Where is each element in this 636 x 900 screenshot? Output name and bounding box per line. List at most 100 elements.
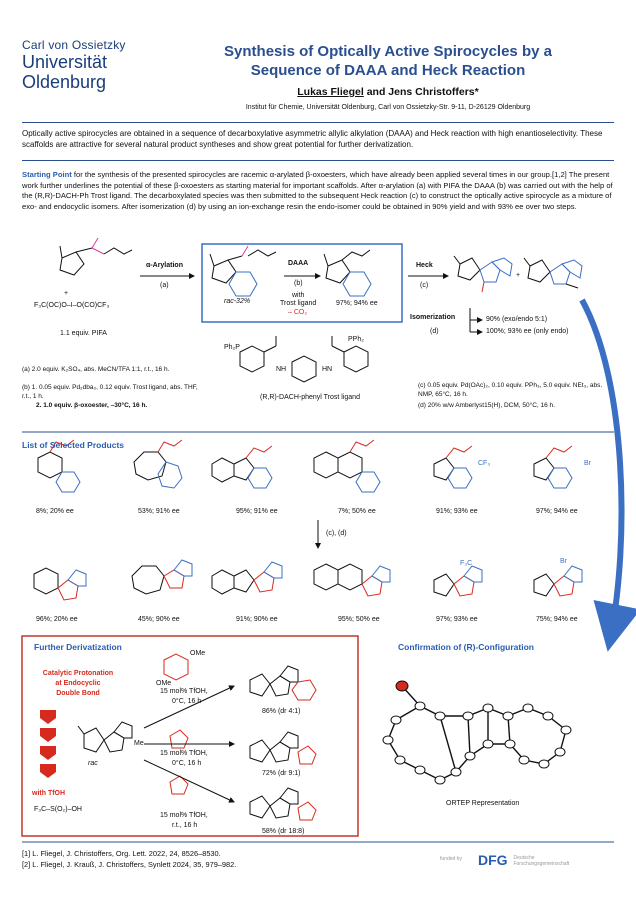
logo-line2: Universität — [22, 52, 108, 72]
isomerization-label: Isomerization — [410, 314, 456, 321]
ligand-hn: HN — [322, 366, 333, 373]
dfg-sub2: Forschungsgemeinschaft — [513, 861, 570, 868]
molecule-trost-ligand — [239, 336, 369, 383]
conditions-c: (c) 0.05 equiv. Pd(OAc)₂, 0.10 equiv. PP… — [418, 382, 603, 398]
sub-cf3: CF₃ — [478, 460, 491, 467]
conditions-b1: (b) 1. 0.05 equiv. Pd₂dba₃, 0.12 equiv. … — [22, 384, 198, 400]
ortep-atoms — [382, 680, 572, 785]
cond1b: 0°C, 16 h — [172, 698, 202, 705]
molecule-rac-spirocycle — [77, 721, 133, 753]
sub-br: Br — [584, 460, 591, 467]
heck-step: (c) — [420, 282, 429, 289]
products-title: List of Selected Products — [22, 440, 125, 450]
product-r2-5: 97%; 93% ee — [436, 616, 478, 623]
daaa-label: DAAA — [288, 260, 309, 267]
products-row1-graphics — [37, 439, 573, 493]
poster-title: Synthesis of Optically Active Spirocycle… — [158, 42, 618, 80]
derivatization-box — [21, 635, 359, 837]
molecule-daaa-product — [323, 249, 372, 297]
product-r1-5: 91%; 93% ee — [436, 508, 478, 515]
author-first: Lukas Fliegel — [297, 86, 364, 98]
product-r1-6: 97%; 94% ee — [536, 508, 578, 515]
product-r1-2: 53%; 91% ee — [138, 508, 180, 515]
cond2a: 15 mol% TfOH, — [160, 750, 208, 757]
logo-line1: Carl von Ossietzky — [22, 38, 126, 52]
product-r2-3: 91%; 90% ee — [236, 616, 278, 623]
step-label: (c), (d) — [326, 530, 347, 537]
reference-1: [1] L. Fliegel, J. Christoffers, Org. Le… — [22, 849, 221, 858]
protonation-line1: Catalytic Protonation — [42, 670, 114, 677]
ligand-ph2p: Ph₂P — [224, 344, 240, 351]
intro-lead: Starting Point — [22, 170, 72, 179]
cond1a: 15 mol% TfOH, — [160, 688, 208, 695]
divider-abstract — [22, 160, 614, 161]
arylation-step: (a) — [160, 282, 169, 289]
title-line1: Synthesis of Optically Active Spirocycle… — [224, 43, 552, 60]
ligand-pph2: PPh₂ — [348, 336, 364, 343]
rac-yield: rac-32% — [224, 298, 251, 305]
yield3: 58% (dr 18:8) — [262, 828, 305, 835]
yield2: 72% (dr 9:1) — [262, 770, 301, 777]
logo-line3: Oldenburg — [22, 72, 107, 92]
plus-sign: + — [64, 290, 69, 297]
intro-paragraph: Starting Point for the synthesis of the … — [22, 170, 614, 212]
pifa-equiv: 1.1 equiv. PIFA — [60, 330, 107, 337]
reagent-rings — [163, 653, 189, 795]
daaa-co2: – CO₂ — [288, 309, 308, 316]
derivatization-title: Further Derivatization — [34, 642, 122, 652]
molecule-oxoester — [59, 237, 133, 276]
arylation-label: α-Arylation — [146, 262, 183, 269]
author-rest: and Jens Christoffers* — [363, 86, 479, 98]
cond2b: 0°C, 16 h — [172, 760, 202, 767]
conditions-b2: 2. 1.0 equiv. β-oxoester, –30°C, 16 h. — [36, 402, 148, 409]
confirmation-flow-arrow — [579, 298, 636, 652]
rac-me: Me — [134, 740, 144, 747]
product-r1-3: 95%; 91% ee — [236, 508, 278, 515]
sub-br2: Br — [560, 558, 567, 565]
red-chevron-arrows — [40, 710, 56, 778]
product-r2-2: 45%; 90% ee — [138, 616, 180, 623]
authors: Lukas Fliegel and Jens Christoffers* — [158, 86, 618, 98]
with-tfoh: with TfOH — [32, 790, 66, 797]
funded-by: funded by — [440, 856, 462, 862]
cond3b: r.t., 16 h — [172, 822, 198, 829]
protonation-line2: at Endocyclic — [55, 680, 101, 687]
product-r1-4: 7%; 50% ee — [338, 508, 376, 515]
abstract: Optically active spirocycles are obtaine… — [22, 129, 603, 149]
divider-top — [22, 122, 614, 123]
heck-label: Heck — [416, 262, 433, 269]
references: [1] L. Fliegel, J. Christoffers, Org. Le… — [22, 848, 614, 870]
protonation-line3: Double Bond — [56, 690, 100, 697]
dfg-logo: DFG Deutsche Forschungsgemeinschaft — [478, 852, 569, 868]
daaa-ligand: Trost ligand — [280, 300, 317, 307]
reagent-ome-top: OMe — [190, 650, 206, 657]
reagent-ome-bottom: OMe — [156, 680, 172, 687]
product-r1-1: 8%; 20% ee — [36, 508, 74, 515]
daaa-step: (b) — [294, 280, 303, 287]
daaa-with: with — [292, 292, 305, 299]
dfg-sub1: Deutsche — [513, 855, 535, 862]
ligand-name: (R,R)-DACH-phenyl Trost ligand — [260, 394, 360, 401]
products-row2-graphics — [33, 559, 583, 601]
title-line2: Sequence of DAAA and Heck Reaction — [250, 62, 526, 79]
product-r2-6: 75%; 94% ee — [536, 616, 578, 623]
derivatized-products — [249, 665, 317, 821]
university-logo: Carl von Ossietzky Universität Oldenburg — [22, 38, 142, 92]
confirmation-title: Confirmation of (R)-Configuration — [398, 642, 534, 652]
ortep-label: ORTEP Representation — [446, 800, 520, 807]
yield1: 86% (dr 4:1) — [262, 708, 301, 715]
product-r2-1: 96%; 20% ee — [36, 616, 78, 623]
spiro-plus: + — [516, 272, 521, 279]
molecule-arylated — [209, 245, 277, 297]
cond3a: 15 mol% TfOH, — [160, 812, 208, 819]
pifa-formula: F₃C(OC)O–I–O(CO)CF₃ — [34, 302, 110, 309]
dfg-text: DFG — [478, 852, 508, 868]
conditions-a: (a) 2.0 equiv. K₂SO₄, abs. MeCN/TFA 1:1,… — [22, 366, 170, 373]
isomerization-step: (d) — [430, 328, 439, 335]
daaa-yield: 97%; 94% ee — [336, 300, 378, 307]
daaa-box — [201, 243, 403, 323]
ortep-structure — [387, 685, 567, 781]
iso-yield2: 100%; 93% ee (only endo) — [486, 328, 569, 335]
